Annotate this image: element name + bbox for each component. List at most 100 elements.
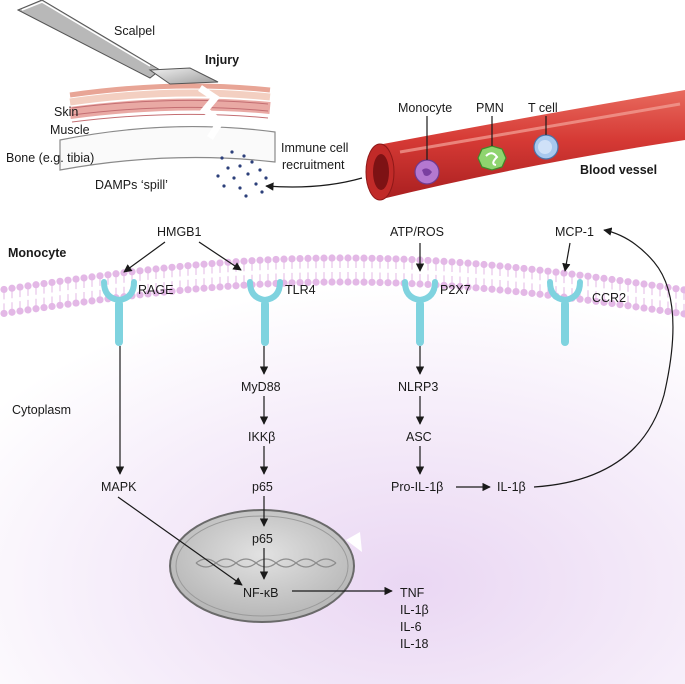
membrane-lipid-head bbox=[208, 259, 216, 268]
membrane-lipid-head bbox=[176, 262, 184, 271]
output-item: IL-1β bbox=[400, 603, 429, 617]
membrane-lipid-head bbox=[24, 282, 32, 290]
membrane-lipid-head bbox=[344, 278, 352, 286]
recruitment-arrow bbox=[265, 177, 363, 191]
atp-ros-label: ATP/ROS bbox=[390, 225, 444, 239]
dna-icon bbox=[195, 558, 337, 568]
membrane-lipid-head bbox=[392, 255, 400, 263]
membrane-lipid-head bbox=[296, 255, 304, 263]
bone-label: Bone (e.g. tibia) bbox=[6, 151, 94, 165]
membrane-lipid-head bbox=[496, 262, 504, 270]
membrane-lipid-head bbox=[376, 254, 384, 263]
pro-il1b-node: Pro-IL-1β bbox=[391, 480, 443, 494]
membrane-lipid-head bbox=[632, 279, 640, 287]
p2x7-label: P2X7 bbox=[440, 283, 471, 297]
membrane-lipid-head bbox=[448, 258, 456, 266]
membrane-lipid-head bbox=[680, 310, 685, 318]
membrane-lipid-head bbox=[40, 303, 48, 312]
membrane-lipid-head bbox=[16, 307, 24, 315]
membrane-lipid-head bbox=[648, 281, 656, 289]
membrane-lipid-head bbox=[464, 259, 472, 267]
membrane-lipid-head bbox=[168, 287, 176, 295]
membrane-lipid-head bbox=[136, 291, 144, 299]
cytoplasm-label: Cytoplasm bbox=[12, 403, 71, 417]
membrane-lipid-head bbox=[664, 307, 672, 316]
mcp1-label: MCP-1 bbox=[555, 225, 594, 239]
p65-cytoplasm-node: p65 bbox=[252, 480, 273, 494]
membrane-lipid-head bbox=[312, 278, 320, 286]
membrane-lipid-head bbox=[536, 290, 544, 298]
membrane-lipid-head bbox=[208, 283, 216, 292]
membrane-lipid-head bbox=[520, 264, 528, 273]
tcell-label: T cell bbox=[528, 101, 558, 115]
asc-node: ASC bbox=[406, 430, 432, 444]
injury-title: Injury bbox=[205, 53, 239, 67]
membrane-lipid-head bbox=[216, 283, 224, 291]
rage-receptor-icon bbox=[101, 279, 137, 346]
membrane-lipid-head bbox=[48, 278, 56, 287]
pmn-label: PMN bbox=[476, 101, 504, 115]
membrane-lipid-head bbox=[576, 271, 584, 279]
membrane-lipid-head bbox=[616, 301, 624, 309]
cell-title: Monocyte bbox=[8, 246, 66, 260]
membrane-lipid-head bbox=[456, 282, 464, 291]
membrane-lipid-head bbox=[584, 296, 592, 304]
monocyte-cell-icon bbox=[414, 159, 440, 185]
membrane-lipid-head bbox=[104, 271, 112, 279]
membrane-lipid-head bbox=[256, 256, 264, 264]
membrane-lipid-head bbox=[192, 285, 200, 293]
membrane-lipid-head bbox=[424, 256, 432, 265]
hmgb1-label: HMGB1 bbox=[157, 225, 202, 239]
membrane-lipid-head bbox=[384, 279, 392, 287]
membrane-lipid-head bbox=[608, 275, 616, 284]
membrane-lipid-head bbox=[448, 282, 456, 290]
membrane-lipid-head bbox=[504, 263, 512, 271]
membrane-lipid-head bbox=[256, 280, 264, 288]
membrane-lipid-head bbox=[168, 263, 176, 271]
membrane-lipid-head bbox=[656, 282, 664, 290]
membrane-lipid-head bbox=[312, 254, 320, 262]
membrane-lipid-head bbox=[584, 272, 592, 280]
il1b-node: IL-1β bbox=[497, 480, 526, 494]
tissue-layers bbox=[59, 83, 276, 171]
pmn-cell-icon bbox=[477, 145, 507, 171]
membrane-lipid-head bbox=[264, 256, 272, 264]
membrane-lipid-head bbox=[600, 298, 608, 306]
cell-membrane bbox=[0, 254, 685, 318]
mapk-node: MAPK bbox=[101, 480, 137, 494]
nlrp3-node: NLRP3 bbox=[398, 380, 438, 394]
membrane-lipid-head bbox=[152, 289, 160, 297]
membrane-lipid-head bbox=[80, 298, 88, 306]
membrane-lipid-head bbox=[0, 285, 8, 294]
membrane-lipid-head bbox=[440, 257, 448, 266]
membrane-lipid-head bbox=[552, 268, 560, 276]
membrane-lipid-head bbox=[48, 302, 56, 311]
scalpel-icon bbox=[16, 0, 219, 85]
membrane-lipid-head bbox=[144, 266, 152, 274]
membrane-lipid-head bbox=[392, 279, 400, 287]
tlr4-label: TLR4 bbox=[285, 283, 316, 297]
membrane-lipid-head bbox=[144, 290, 152, 298]
membrane-lipid-head bbox=[408, 256, 416, 264]
membrane-lipid-head bbox=[192, 261, 200, 269]
membrane-lipid-head bbox=[112, 270, 120, 278]
damps-dots bbox=[216, 150, 268, 198]
membrane-lipid-head bbox=[504, 287, 512, 295]
membrane-lipid-head bbox=[336, 278, 344, 286]
membrane-lipid-head bbox=[88, 297, 96, 305]
blood-vessel-icon bbox=[365, 90, 685, 201]
membrane-lipid-head bbox=[424, 280, 432, 289]
membrane-lipid-head bbox=[496, 286, 504, 294]
membrane-lipid-head bbox=[352, 254, 360, 262]
skin-label: Skin bbox=[54, 105, 78, 119]
membrane-lipid-head bbox=[248, 257, 256, 265]
tlr4-receptor-icon bbox=[247, 279, 283, 346]
membrane-lipid-head bbox=[176, 286, 184, 295]
membrane-lipid-head bbox=[600, 274, 608, 282]
membrane-lipid-head bbox=[280, 255, 288, 263]
membrane-lipid-head bbox=[64, 276, 72, 284]
membrane-lipid-head bbox=[160, 288, 168, 296]
membrane-lipid-head bbox=[624, 278, 632, 286]
membrane-lipid-head bbox=[184, 262, 192, 270]
